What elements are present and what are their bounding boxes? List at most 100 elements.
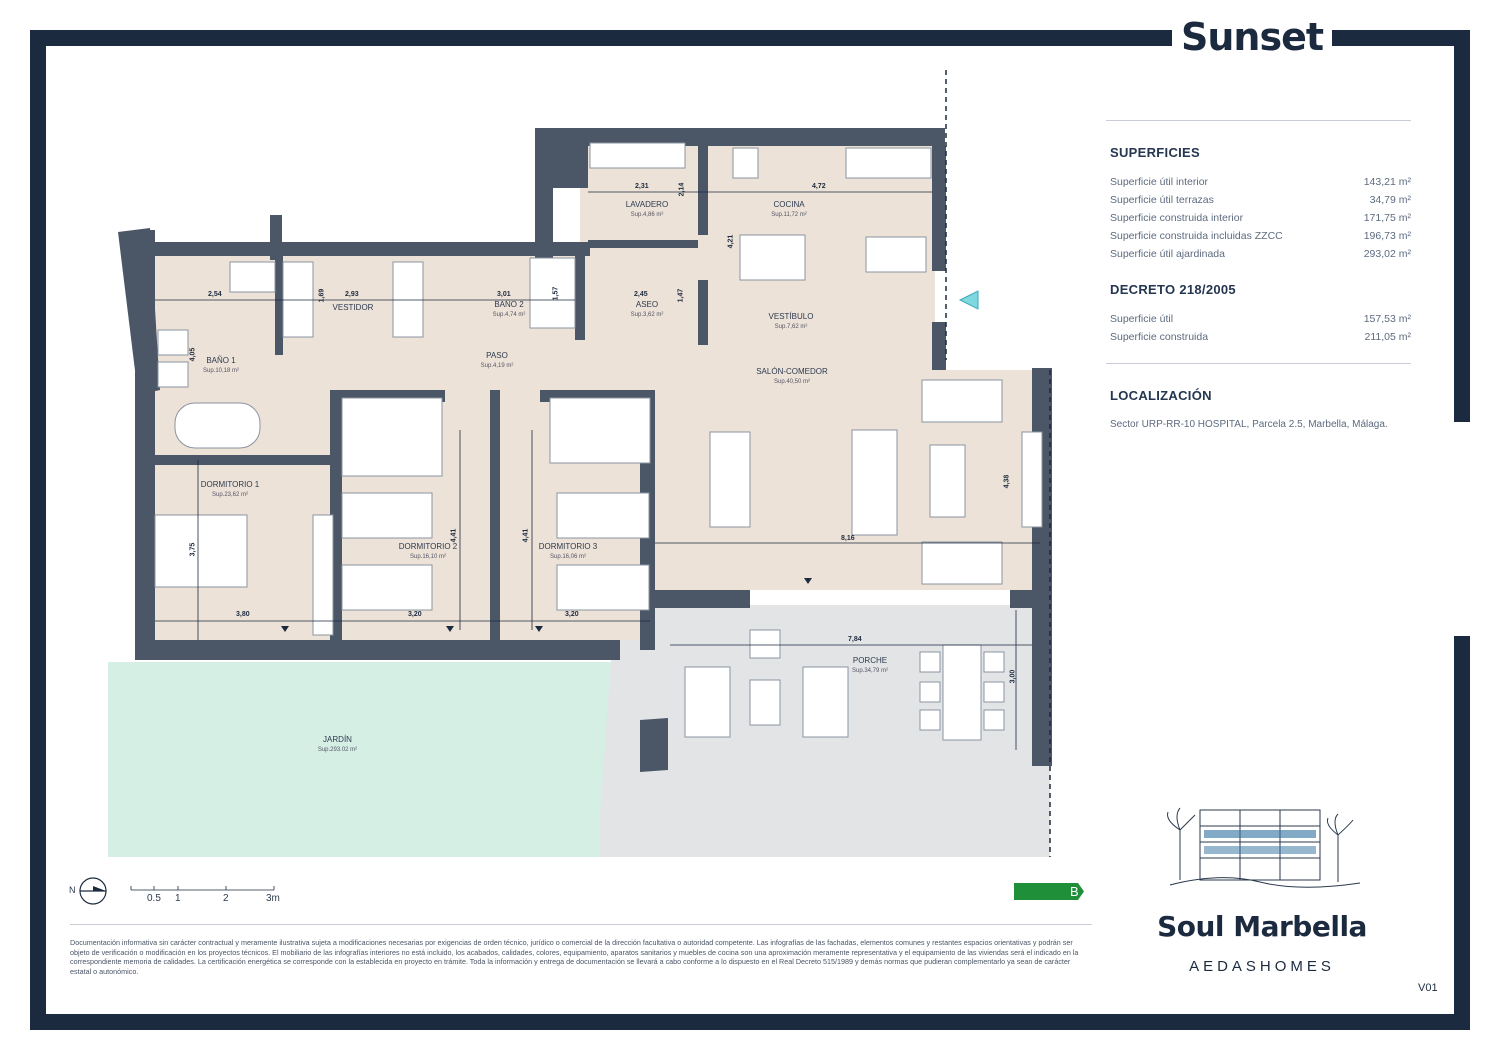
dimension-label: 1,47 xyxy=(677,288,685,303)
frame-right-top xyxy=(1454,30,1470,422)
row-label: Superficie útil ajardinada xyxy=(1110,248,1225,260)
walls xyxy=(118,128,1052,772)
decreto-row: Superficie útil 157,53 m² xyxy=(1110,313,1411,325)
dimension-label: 4,05 xyxy=(189,347,197,362)
room-area: Sup.16,10 m² xyxy=(409,554,447,560)
room-label-aseo: ASEO Sup.3,62 m² xyxy=(612,300,682,320)
scale-tick: 1 xyxy=(175,893,181,904)
info-panel: SUPERFICIES Superficie útil interior 143,… xyxy=(1106,120,1411,430)
superficie-row: Superficie útil interior 143,21 m² xyxy=(1110,176,1411,188)
room-area: Sup.3,62 m² xyxy=(630,312,664,318)
row-value: 196,73 m² xyxy=(1363,230,1411,242)
room-label-salon-comedor: SALÓN-COMEDOR Sup.40,50 m² xyxy=(742,367,842,387)
room-area: Sup.10,18 m² xyxy=(202,368,240,374)
divider xyxy=(1106,120,1411,121)
room-name: VESTÍBULO xyxy=(768,312,814,321)
row-label: Superficie construida xyxy=(1110,331,1209,343)
room-area: Sup.4,19 m² xyxy=(480,363,514,369)
decreto-heading: DECRETO 218/2005 xyxy=(1110,282,1236,297)
room-label-cocina: COCINA Sup.11,72 m² xyxy=(754,200,824,220)
dimension-label: 3,00 xyxy=(1009,669,1017,684)
room-label-bano2: BAÑO 2 Sup.4,74 m² xyxy=(474,300,544,320)
room-area: Sup.4,86 m² xyxy=(630,212,664,218)
energy-class-letter: B xyxy=(1070,884,1079,899)
room-area: Sup.23,62 m² xyxy=(211,492,249,498)
dimension-label: 8,16 xyxy=(841,535,855,542)
room-area: Sup.34,79 m² xyxy=(851,668,889,674)
dimension-label: 4,41 xyxy=(522,528,530,543)
localizacion-heading: LOCALIZACIÓN xyxy=(1110,388,1212,403)
row-value: 171,75 m² xyxy=(1363,212,1411,224)
room-name: SALÓN-COMEDOR xyxy=(756,367,828,376)
row-label: Superficie construida interior xyxy=(1110,212,1244,224)
row-label: Superficie construida incluidas ZZCC xyxy=(1110,230,1283,242)
dimension-label: 4,38 xyxy=(1003,474,1011,489)
room-name: COCINA xyxy=(773,200,805,209)
row-label: Superficie útil interior xyxy=(1110,176,1209,188)
room-name: BAÑO 1 xyxy=(206,356,236,365)
row-value: 157,53 m² xyxy=(1363,313,1411,325)
row-value: 211,05 m² xyxy=(1364,331,1412,343)
floor-plan xyxy=(108,70,1052,857)
page-frame xyxy=(30,30,1470,1030)
garden-area xyxy=(108,662,615,857)
dimension-label: 4,41 xyxy=(450,528,458,543)
scale-tick: 2 xyxy=(223,893,229,904)
superficie-row: Superficie útil ajardinada 293,02 m² xyxy=(1110,248,1411,260)
north-label: N xyxy=(69,885,76,895)
room-label-dormitorio3: DORMITORIO 3 Sup.16,06 m² xyxy=(528,542,608,562)
scale-tick: 0.5 xyxy=(147,893,161,904)
dimension-label: 1,69 xyxy=(318,288,326,303)
dimension-label: 4,72 xyxy=(812,183,826,190)
entrance-arrow-icon xyxy=(958,290,979,310)
dimension-label: 2,93 xyxy=(345,291,359,298)
room-name: BAÑO 2 xyxy=(494,300,524,309)
dimension-label: 1,57 xyxy=(552,286,560,301)
north-scale-graphic xyxy=(79,877,275,905)
row-value: 293,02 m² xyxy=(1363,248,1411,260)
dimension-label: 2,45 xyxy=(634,291,648,298)
frame-top xyxy=(30,30,1470,46)
scale-tick: 3m xyxy=(266,893,280,904)
window-markers xyxy=(281,578,812,632)
room-label-paso: PASO Sup.4,19 m² xyxy=(462,351,532,371)
room-name: PORCHE xyxy=(852,656,888,665)
room-name: VESTIDOR xyxy=(332,303,374,312)
dimension-label: 2,31 xyxy=(635,183,649,190)
room-area: Sup.40,50 m² xyxy=(773,379,811,385)
superficie-row: Superficie útil terrazas 34,79 m² xyxy=(1110,194,1411,206)
row-value: 143,21 m² xyxy=(1363,176,1411,188)
room-name: LAVADERO xyxy=(625,200,669,209)
version-label: V01 xyxy=(1418,982,1438,994)
room-name: ASEO xyxy=(635,300,659,309)
row-label: Superficie útil xyxy=(1110,313,1174,325)
room-area: Sup.293.02 m² xyxy=(317,747,358,753)
superficies-heading: SUPERFICIES xyxy=(1110,145,1200,160)
dimension-label: 4,21 xyxy=(727,234,735,249)
divider xyxy=(70,924,1092,925)
dimension-label: 3,20 xyxy=(408,611,422,618)
room-area: Sup.4,74 m² xyxy=(492,312,526,318)
room-area: Sup.11,72 m² xyxy=(771,212,807,218)
room-label-lavadero: LAVADERO Sup.4,86 m² xyxy=(612,200,682,220)
brand-name: Soul Marbella xyxy=(1157,910,1367,943)
room-name: DORMITORIO 3 xyxy=(538,542,598,551)
developer-name: AEDASHOMES xyxy=(1189,958,1335,975)
room-name: DORMITORIO 2 xyxy=(398,542,458,551)
dimension-label: 2,14 xyxy=(678,182,686,197)
room-area: Sup.16,06 m² xyxy=(549,554,587,560)
legal-disclaimer: Documentación informativa sin carácter c… xyxy=(70,938,1079,976)
energy-class-badge xyxy=(1014,883,1084,900)
dimension-lines xyxy=(155,191,1040,750)
frame-bottom xyxy=(30,1014,1470,1030)
room-name: PASO xyxy=(486,351,508,360)
localizacion-text: Sector URP-RR-10 HOSPITAL, Parcela 2.5, … xyxy=(1110,419,1388,430)
superficie-row: Superficie construida incluidas ZZCC 196,… xyxy=(1110,230,1411,242)
row-label: Superficie útil terrazas xyxy=(1110,194,1214,206)
frame-left xyxy=(30,30,46,1030)
row-value: 34,79 m² xyxy=(1369,194,1411,206)
room-label-vestidor: VESTIDOR xyxy=(318,303,388,313)
dimension-label: 3,75 xyxy=(189,542,197,557)
